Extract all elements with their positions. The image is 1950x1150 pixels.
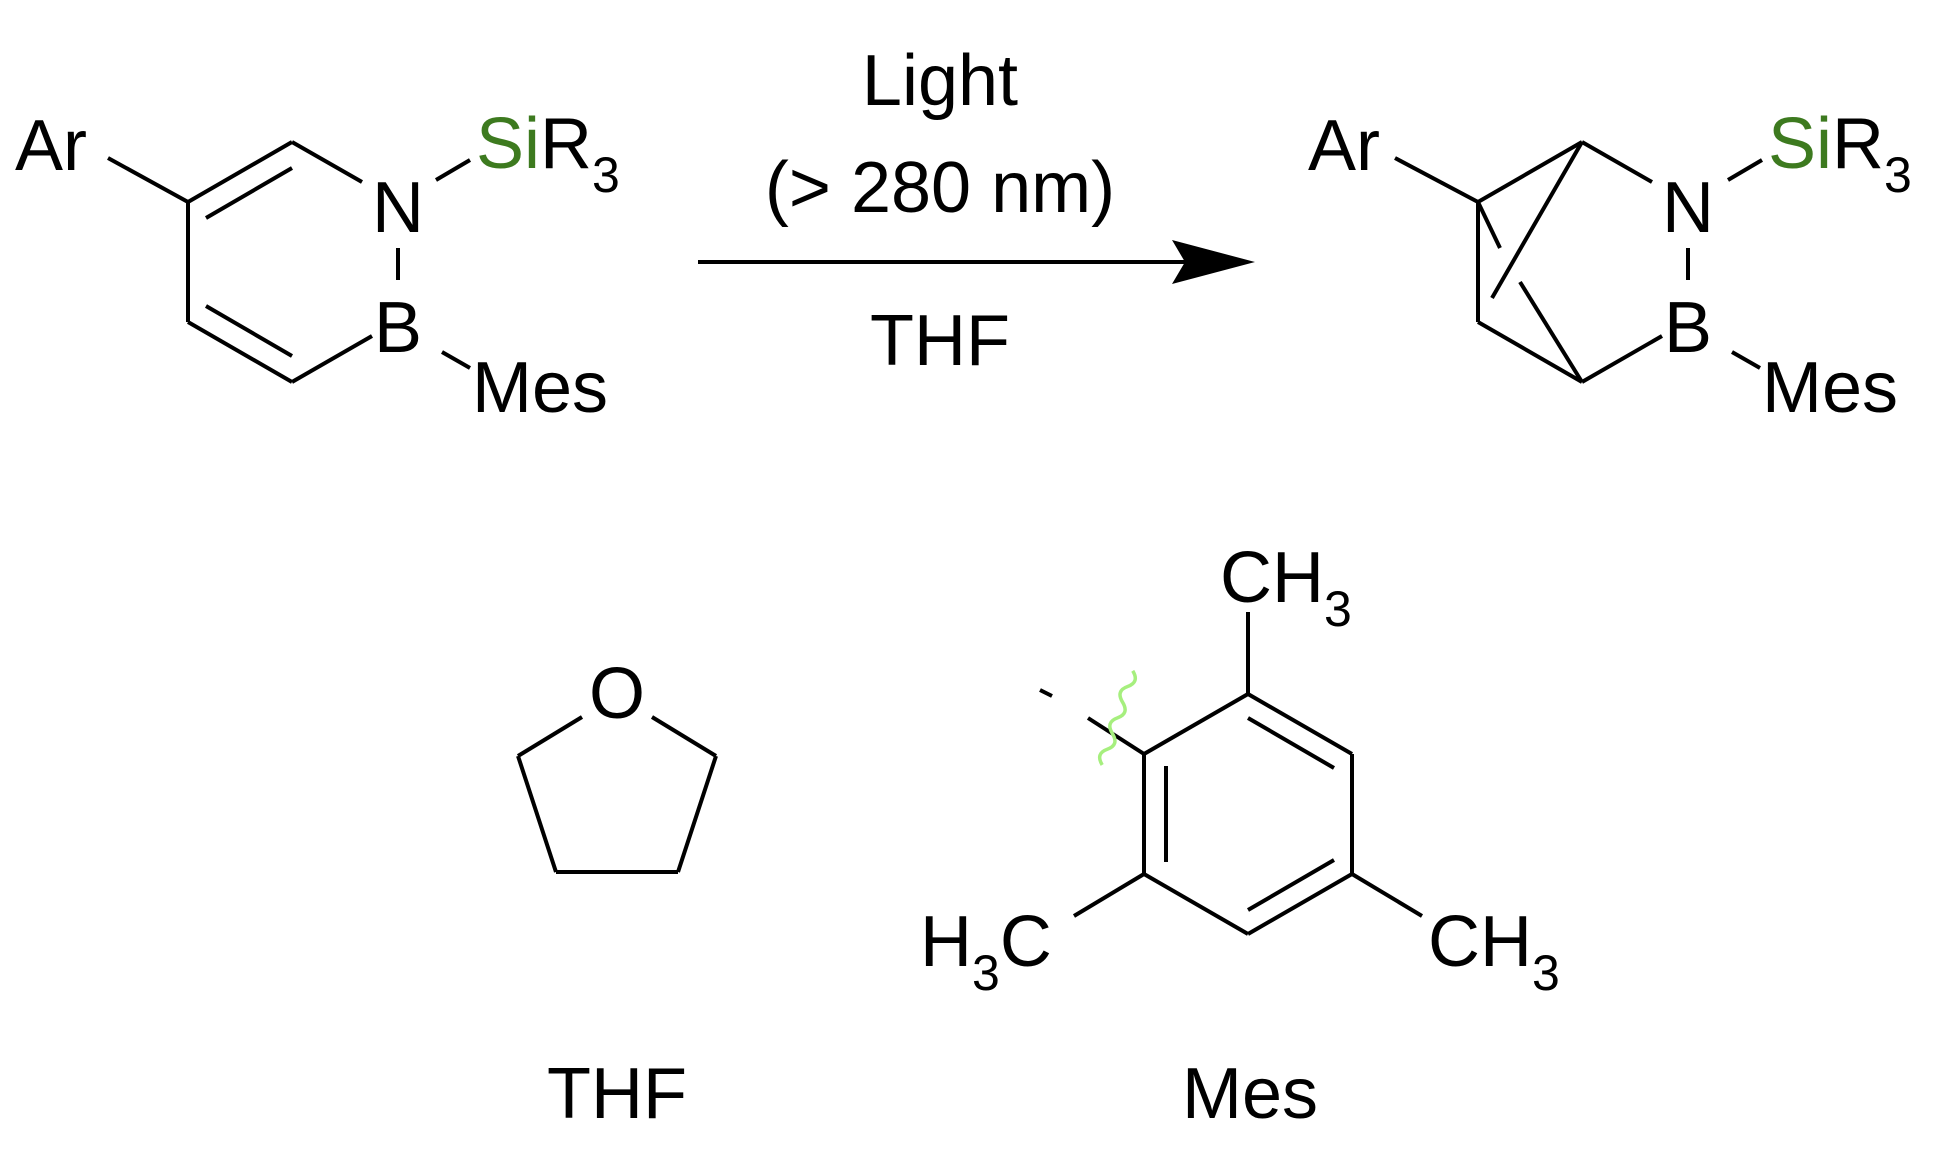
bond-c4-c3-inner [204,166,294,220]
thf-structure: O THF [516,654,718,1134]
right-methyl-subscript: 3 [1532,945,1560,1001]
ring-bond-3 [1247,872,1353,936]
bond-ca-cd-wedge [1476,201,1502,249]
product-silyl-label: SiR3 [1768,104,1912,203]
left-methyl-h: H [920,902,972,982]
mesityl-structure: CH3 H3C CH3 Mes [920,538,1560,1134]
bond-c4-c3 [187,140,293,204]
left-methyl-subscript: 3 [972,945,1000,1001]
product-boron-label: B [1664,288,1712,368]
bond-n-si [434,158,472,182]
product-aryl-label: Ar [1308,106,1380,186]
ring-bond-4 [1143,872,1249,936]
bond-right-methyl [1350,872,1424,918]
top-methyl-subscript: 3 [1324,581,1352,637]
reactant-boron-label: B [374,288,422,368]
ring-bond-3-inner [1246,858,1336,912]
left-methyl-c: C [1000,902,1052,982]
reaction-conditions: Light (> 280 nm) THF [698,41,1255,381]
r-subscript: 3 [592,147,620,203]
bond-attachment [1086,716,1146,756]
bond-c2-c3 [516,755,558,873]
reactant-silyl-label: SiR3 [476,104,620,203]
r-group-label: R [540,104,592,184]
bond-attachment-tail [1039,688,1053,698]
silicon-label: Si [1768,104,1832,184]
bond-ca-cb [1477,140,1583,204]
bond-b-mes [441,350,471,370]
right-methyl-label: CH3 [1428,902,1560,1001]
left-methyl-label: H3C [920,902,1052,1001]
condition-light: Light [862,41,1018,121]
bond-cb-cc-back [1518,280,1584,384]
silicon-label: Si [476,104,540,184]
bond-c6-b [291,334,373,384]
bond-ar-c4 [107,156,189,204]
condition-solvent: THF [870,301,1010,381]
bond-c5-o [650,715,718,758]
bond-cb-n [1581,140,1653,184]
bond-n-si [1726,158,1764,182]
bond-c3-n [291,140,363,184]
bond-cb-cc-front [1490,141,1584,299]
ring-bond-1 [1247,692,1353,756]
bond-ar-ca [1394,156,1479,204]
bond-b-mes [1731,350,1761,370]
thf-oxygen-label: O [589,654,645,734]
condition-wavelength: (> 280 nm) [765,148,1115,228]
product-mesityl-label: Mes [1762,348,1898,428]
ring-bond-1-inner [1246,716,1336,770]
bond-c5-c6-inner [204,304,294,358]
mes-caption: Mes [1182,1054,1318,1134]
bond-left-methyl [1072,872,1146,918]
reaction-arrow-head [1172,240,1255,284]
reactant-nitrogen-label: N [372,168,424,248]
bond-cd-cc [1477,320,1583,384]
reactant-azaborine: Ar N B SiR3 Mes [15,104,620,428]
bond-cc-b [1581,334,1663,384]
r-group-label: R [1832,104,1884,184]
bond-c5-c6 [187,320,293,384]
product-dewar-azaborine: Ar N B SiR3 Mes [1308,104,1912,428]
bond-o-c2 [516,715,584,758]
ring-bond-6 [1143,692,1249,756]
r-subscript: 3 [1884,147,1912,203]
top-methyl-label: CH3 [1220,538,1352,637]
bond-c4-c5 [676,755,718,873]
attachment-wavy-line [1097,669,1138,766]
thf-caption: THF [547,1054,687,1134]
top-methyl-ch: CH [1220,538,1324,618]
reactant-aryl-label: Ar [15,106,87,186]
reactant-mesityl-label: Mes [472,348,608,428]
product-nitrogen-label: N [1662,168,1714,248]
right-methyl-ch: CH [1428,902,1532,982]
